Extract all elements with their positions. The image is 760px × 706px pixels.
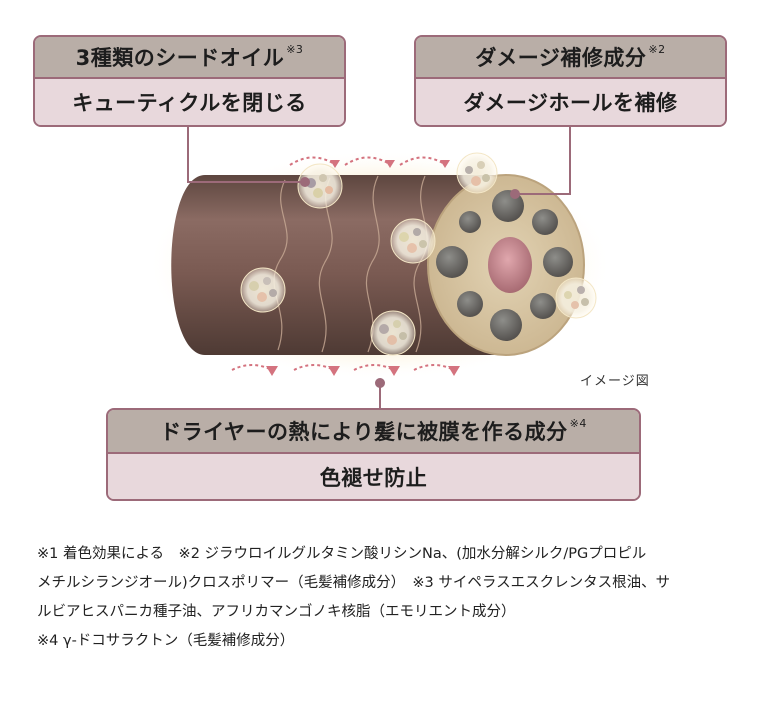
callout-damage-repair-effect: ダメージホールを補修 [416,77,725,125]
callout-dryer-heat-effect: 色褪せ防止 [108,452,639,499]
footnote-line: メチルシランジオール)クロスポリマー（毛髪補修成分） ※3 サイペラスエスクレン… [37,575,671,591]
footnotes: ※1 着色効果による ※2 ジラウロイルグルタミン酸リシンNa、(加水分解シルク… [37,540,737,656]
seed-oil-footnote-ref: ※3 [286,42,304,56]
oil-bubbles [240,152,597,356]
callout-seed-oil-effect: キューティクルを閉じる [35,77,344,125]
footnote-line: ※4 γ-ドコサラクトン（毛髪補修成分） [37,633,295,649]
callout-seed-oil-title: 3種類のシードオイル※3 [35,37,344,77]
footnote-line: ※1 着色効果による ※2 ジラウロイルグルタミン酸リシンNa、(加水分解シルク… [37,546,647,562]
hair-cortex-core [488,237,532,293]
heat-arrowheads-top [330,160,450,168]
dryer-heat-footnote-ref: ※4 [569,416,587,430]
heat-arrowheads-bottom [266,366,460,376]
callout-damage-repair-title: ダメージ補修成分※2 [416,37,725,77]
footnote-line: ルビアヒスパニカ種子油、アフリカマンゴノキ核脂（エモリエント成分） [37,604,516,620]
callout-damage-repair: ダメージ補修成分※2 ダメージホールを補修 [414,35,727,127]
callout-dryer-heat: ドライヤーの熱により髪に被膜を作る成分※4 色褪せ防止 [106,408,641,501]
callout-seed-oil: 3種類のシードオイル※3 キューティクルを閉じる [33,35,346,127]
callout-dryer-heat-title: ドライヤーの熱により髪に被膜を作る成分※4 [108,410,639,452]
connector-dots [300,177,520,388]
dryer-heat-title-text: ドライヤーの熱により髪に被膜を作る成分 [160,420,568,444]
damage-repair-title-text: ダメージ補修成分 [475,46,647,70]
image-caption: イメージ図 [580,374,650,389]
seed-oil-title-text: 3種類のシードオイル [75,46,285,70]
damage-repair-footnote-ref: ※2 [648,42,666,56]
